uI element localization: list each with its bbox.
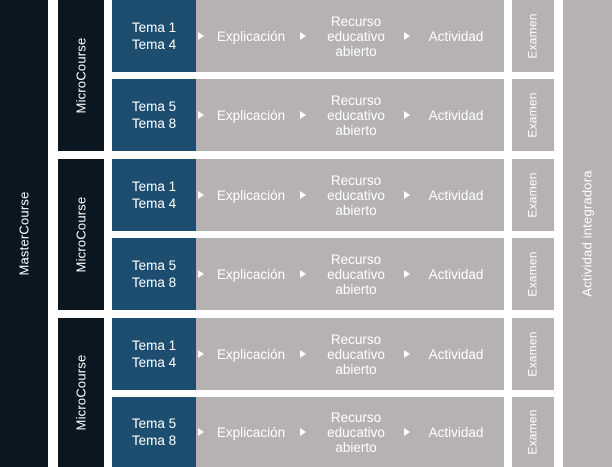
arrow-icon: [198, 191, 204, 199]
arrow-icon: [300, 350, 306, 358]
step-recurso: Recurso educativo abierto: [327, 331, 385, 377]
step-actividad: Actividad: [428, 346, 484, 362]
tema-end: Tema 4: [131, 196, 177, 211]
arrow-icon: [198, 270, 204, 278]
examen-block: Examen: [512, 397, 554, 467]
tema-end: Tema 8: [131, 275, 177, 290]
step-explicacion: Explicación: [216, 424, 286, 440]
arrow-icon: [198, 32, 204, 40]
tema-block: Tema 5 Tema 8: [112, 79, 196, 151]
arrow-icon: [300, 111, 306, 119]
examen-block: Examen: [512, 159, 554, 231]
tema-start: Tema 1: [131, 179, 177, 194]
step-explicacion: Explicación: [216, 187, 286, 203]
tema-start: Tema 5: [131, 99, 177, 114]
step-explicacion: Explicación: [216, 346, 286, 362]
microcourse-label: MicroCourse: [73, 354, 89, 431]
tema-start: Tema 1: [131, 338, 177, 353]
tema-block: Tema 1 Tema 4: [112, 318, 196, 390]
arrow-icon: [300, 428, 306, 436]
microcourse-label: MicroCourse: [73, 196, 89, 273]
tema-end: Tema 4: [131, 355, 177, 370]
tema-block: Tema 5 Tema 8: [112, 238, 196, 310]
step-explicacion: Explicación: [216, 107, 286, 123]
tema-start: Tema 5: [131, 416, 177, 431]
arrow-icon: [300, 270, 306, 278]
arrow-icon: [198, 111, 204, 119]
tema-end: Tema 8: [131, 433, 177, 448]
arrow-icon: [198, 428, 204, 436]
step-actividad: Actividad: [428, 187, 484, 203]
step-recurso: Recurso educativo abierto: [327, 409, 385, 455]
arrow-icon: [404, 270, 410, 278]
tema-block: Tema 5 Tema 8: [112, 397, 196, 467]
microcourse-block-3: MicroCourse: [58, 318, 104, 467]
mastercourse-label: MasterCourse: [16, 191, 32, 276]
mastercourse-block: MasterCourse: [0, 0, 48, 467]
actividad-integradora-label: Actividad integradora: [580, 170, 595, 297]
tema-end: Tema 4: [131, 37, 177, 52]
arrow-icon: [404, 111, 410, 119]
tema-end: Tema 8: [131, 116, 177, 131]
tema-start: Tema 5: [131, 258, 177, 273]
step-explicacion: Explicación: [216, 28, 286, 44]
microcourse-block-1: MicroCourse: [58, 0, 104, 151]
examen-block: Examen: [512, 79, 554, 151]
tema-block: Tema 1 Tema 4: [112, 0, 196, 72]
step-recurso: Recurso educativo abierto: [327, 92, 385, 138]
arrow-icon: [404, 191, 410, 199]
arrow-icon: [300, 191, 306, 199]
examen-block: Examen: [512, 318, 554, 390]
tema-block: Tema 1 Tema 4: [112, 159, 196, 231]
step-recurso: Recurso educativo abierto: [327, 251, 385, 297]
arrow-icon: [300, 32, 306, 40]
step-recurso: Recurso educativo abierto: [327, 13, 385, 59]
arrow-icon: [404, 350, 410, 358]
step-explicacion: Explicación: [216, 266, 286, 282]
actividad-integradora-block: Actividad integradora: [563, 0, 612, 467]
step-actividad: Actividad: [428, 107, 484, 123]
microcourse-block-2: MicroCourse: [58, 159, 104, 310]
arrow-icon: [404, 428, 410, 436]
microcourse-label: MicroCourse: [73, 37, 89, 114]
step-actividad: Actividad: [428, 266, 484, 282]
arrow-icon: [404, 32, 410, 40]
step-recurso: Recurso educativo abierto: [327, 172, 385, 218]
arrow-icon: [198, 350, 204, 358]
step-actividad: Actividad: [428, 424, 484, 440]
tema-start: Tema 1: [131, 20, 177, 35]
step-actividad: Actividad: [428, 28, 484, 44]
examen-block: Examen: [512, 238, 554, 310]
examen-block: Examen: [512, 0, 554, 72]
